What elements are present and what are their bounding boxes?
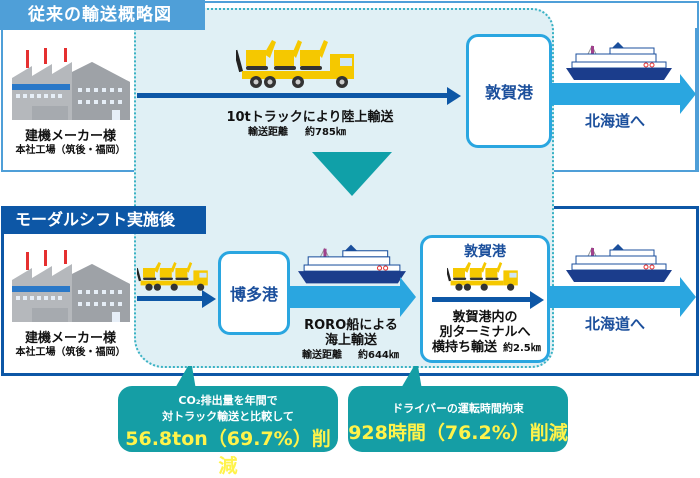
ship-caption-line1: RORO船による xyxy=(304,318,398,333)
arrow-head-icon xyxy=(447,87,461,105)
arrow-head-icon xyxy=(202,290,216,308)
before-title: 従来の輸送概略図 xyxy=(0,0,205,30)
after-title: モーダルシフト実施後 xyxy=(1,206,206,234)
ship-icon xyxy=(298,244,406,284)
bubble-pointer-icon xyxy=(400,366,422,390)
factory-location: 本社工場（筑後・福岡） xyxy=(15,347,126,358)
transfer-line2: 別ターミナルへ xyxy=(439,325,531,340)
ship-icon xyxy=(566,244,672,282)
destination-label: 北海道へ xyxy=(585,315,646,333)
truck-route-arrow xyxy=(137,93,450,98)
arrow-head-icon xyxy=(680,277,696,317)
co2-line2: 対トラック輸送と比較して xyxy=(162,410,294,423)
arrow-head-icon xyxy=(400,277,416,317)
transfer-line3: 横持ち輸送 xyxy=(432,340,498,355)
transfer-distance: 約2.5㎞ xyxy=(503,343,541,354)
before-panel-border xyxy=(200,1,699,3)
factory-icon xyxy=(12,250,130,322)
ship-caption-line2: 海上輸送 xyxy=(324,333,377,348)
factory-location: 本社工場（筑後・福岡） xyxy=(15,145,126,156)
driver-line1: ドライバーの運転時間拘束 xyxy=(392,402,524,415)
ship-distance: 約644㎞ xyxy=(358,350,399,361)
co2-line1: CO₂排出量を年間で xyxy=(178,394,278,407)
co2-reduction: 56.8ton（69.7%）削減 xyxy=(125,428,331,477)
driver-reduction: 928時間（76.2%）削減 xyxy=(348,422,568,444)
truck-route-arrow xyxy=(137,296,203,301)
arrow-head-icon xyxy=(530,291,544,309)
ship-icon xyxy=(566,42,672,80)
truck-icon xyxy=(137,262,208,291)
before-panel-border xyxy=(697,1,699,172)
destination-label: 北海道へ xyxy=(585,112,646,130)
sea-route-arrow xyxy=(552,83,682,105)
factory-name: 建機メーカー様 xyxy=(24,331,116,346)
factory-name: 建機メーカー様 xyxy=(24,129,116,144)
tsuruga-port-box: 敦賀港 xyxy=(466,34,552,148)
arrow-head-icon xyxy=(680,74,696,114)
distance-label: 輸送距離 xyxy=(248,127,288,138)
terminal-transfer-arrow xyxy=(432,297,532,302)
transfer-line1: 敦賀港内の xyxy=(452,310,518,325)
driver-result-bubble: ドライバーの運転時間拘束 928時間（76.2%）削減 xyxy=(348,386,568,452)
sea-route-arrow xyxy=(290,286,402,308)
truck-icon xyxy=(236,40,354,88)
transition-arrow-icon xyxy=(312,152,392,196)
factory-icon xyxy=(12,48,130,120)
sea-route-arrow xyxy=(550,286,682,308)
truck-distance: 約785㎞ xyxy=(305,127,346,138)
hakata-port-box: 博多港 xyxy=(218,251,290,335)
co2-result-bubble: CO₂排出量を年間で 対トラック輸送と比較して 56.8ton（69.7%）削減 xyxy=(118,386,338,477)
truck-icon xyxy=(447,262,518,291)
port-name: 敦賀港 xyxy=(464,244,506,260)
bubble-pointer-icon xyxy=(174,366,196,390)
truck-caption: 10tトラックにより陸上輸送 xyxy=(226,110,394,125)
distance-label: 輸送距離 xyxy=(302,350,342,361)
